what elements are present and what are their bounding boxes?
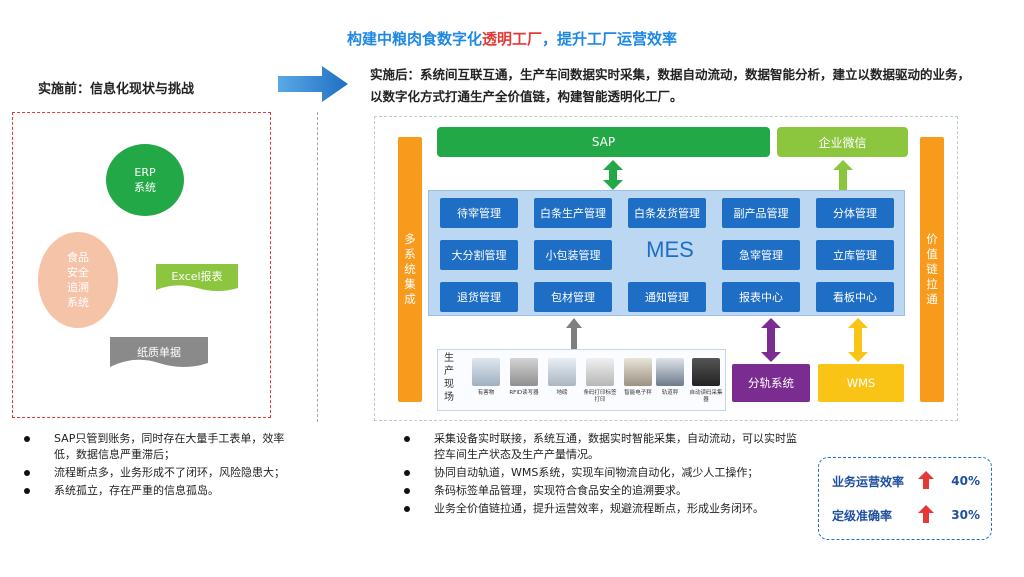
device-image	[586, 358, 614, 386]
device-label: 智能电子秤	[624, 390, 652, 396]
mes-label: MES	[646, 237, 694, 262]
kpi-label: 定级准确率	[832, 508, 893, 523]
device-label: 地磅	[556, 390, 568, 396]
device-label: RFID读写器	[509, 390, 539, 396]
device-label: 条码打印标签打印	[583, 390, 617, 403]
list-item: 条码标签单品管理，实现符合食品安全的追溯要求。	[398, 483, 798, 499]
kpi-row: 业务运营效率 40%	[832, 471, 992, 491]
after-diagram-frame	[374, 116, 958, 421]
device-image	[510, 358, 538, 386]
module-report-center: 报表中心	[722, 282, 800, 312]
production-site-label: 生产现场	[444, 353, 454, 403]
device-image	[656, 358, 684, 386]
module-small-package: 小包装管理	[534, 240, 612, 270]
multi-system-integration-bar: 多系统集成	[398, 137, 422, 402]
module-emergency-slaughter: 急宰管理	[722, 240, 800, 270]
list-item: 协同自动轨道，WMS系统，实现车间物流自动化，减少人工操作；	[398, 465, 798, 481]
module-packaging-material: 包材管理	[534, 282, 612, 312]
wms-block: WMS	[818, 364, 904, 402]
kpi-row: 定级准确率 30%	[832, 505, 992, 525]
after-bullet-list: 采集设备实时联接，系统互通，数据实时智能采集，自动流动，可以实时监控车间生产状态…	[398, 431, 798, 519]
device-image	[472, 358, 500, 386]
enterprise-wechat-block: 企业微信	[777, 127, 908, 157]
section-divider	[317, 112, 318, 422]
module-returns: 退货管理	[440, 282, 518, 312]
list-item: SAP只管到账务，同时存在大量手工表单，效率低，数据信息严重滞后；	[18, 431, 298, 463]
kpi-value: 40%	[951, 474, 980, 488]
excel-report-node: Excel报表	[156, 262, 238, 294]
device-label: 轨道秤	[661, 390, 679, 396]
transition-arrow-icon	[278, 66, 348, 102]
before-title: 实施前：信息化现状与挑战	[38, 82, 195, 97]
list-item: 流程断点多，业务形成不了闭环，风险隐患大；	[18, 465, 298, 481]
paper-document-node: 纸质单据	[110, 335, 208, 371]
module-slaughter-wait: 待宰管理	[440, 198, 518, 228]
kpi-value: 30%	[951, 508, 980, 522]
module-large-cut: 大分割管理	[440, 240, 518, 270]
module-carcass-shipping: 白条发货管理	[628, 198, 706, 228]
list-item: 采集设备实时联接，系统互通，数据实时智能采集，自动流动，可以实时监控车间生产状态…	[398, 431, 798, 463]
value-chain-bar: 价值链拉通	[920, 137, 944, 402]
module-vertical-warehouse: 立库管理	[816, 240, 894, 270]
before-diagram-frame	[12, 112, 271, 418]
kpi-box	[818, 457, 992, 540]
list-item: 系统孤立，存在严重的信息孤岛。	[18, 483, 298, 499]
device-label: 自动读码采集器	[689, 390, 723, 403]
up-arrow-icon	[918, 471, 934, 489]
sap-system-block: SAP	[437, 127, 770, 157]
food-safety-trace-node: 食品安全追溯系统	[38, 232, 118, 328]
device-image	[692, 358, 720, 386]
up-arrow-icon	[918, 505, 934, 523]
device-image	[624, 358, 652, 386]
after-intro: 实施后：系统间互联互通，生产车间数据实时采集，数据自动流动，数据智能分析，建立以…	[370, 67, 971, 104]
module-notification: 通知管理	[628, 282, 706, 312]
module-split: 分体管理	[816, 198, 894, 228]
kpi-label: 业务运营效率	[832, 474, 905, 489]
device-label: 有害物	[477, 390, 495, 396]
module-dashboard-center: 看板中心	[816, 282, 894, 312]
module-byproduct: 副产品管理	[722, 198, 800, 228]
module-carcass-production: 白条生产管理	[534, 198, 612, 228]
list-item: 业务全价值链拉通，提升运营效率，规避流程断点，形成业务闭环。	[398, 501, 798, 517]
before-bullet-list: SAP只管到账务，同时存在大量手工表单，效率低，数据信息严重滞后； 流程断点多，…	[18, 431, 298, 501]
device-image	[548, 358, 576, 386]
track-system-block: 分轨系统	[732, 364, 810, 402]
page-headline: 构建中粮肉食数字化透明工厂，提升工厂运营效率	[346, 30, 678, 48]
